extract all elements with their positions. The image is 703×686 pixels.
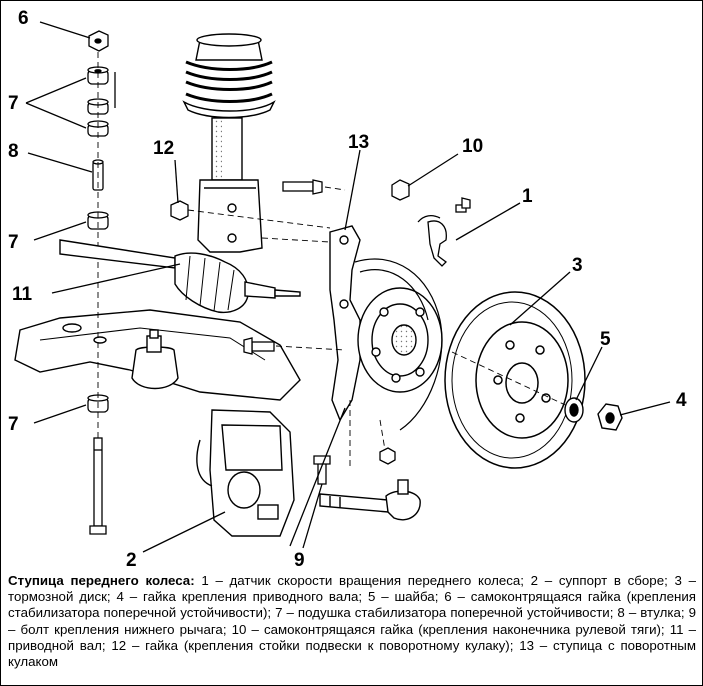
callout-7-mid: 7 [8, 232, 19, 253]
callout-9: 9 [294, 550, 305, 570]
brake-caliper-2 [196, 409, 295, 537]
drive-shaft-11 [59, 239, 301, 314]
callout-5: 5 [600, 329, 611, 350]
drive-shaft-nut-4 [597, 403, 623, 431]
figure-caption: Ступица переднего колеса: 1 – датчик ско… [8, 573, 696, 670]
callout-1: 1 [522, 186, 533, 207]
callout-3: 3 [572, 255, 583, 276]
lower-arm-bolt-9 [313, 455, 331, 485]
caption-title: Ступица переднего колеса: [8, 573, 195, 588]
callout-4: 4 [676, 390, 687, 411]
callout-7-top: 7 [8, 93, 19, 114]
callout-6: 6 [18, 8, 29, 29]
alignment-lines-upper [187, 186, 346, 243]
callout-12: 12 [153, 138, 174, 159]
front-hub-exploded-diagram: 6 7 8 7 11 7 12 13 10 1 3 5 4 2 9 [8, 8, 687, 570]
self-locking-nut-6 [88, 30, 109, 52]
callout-11: 11 [12, 284, 33, 305]
tie-rod-end [319, 479, 421, 521]
tie-rod-nut-10 [391, 179, 410, 201]
alignment-lines-lower [275, 345, 577, 470]
caption-text: 1 – датчик скорости вращения переднего к… [8, 573, 696, 670]
callout-2: 2 [126, 550, 137, 570]
wheel-speed-sensor-1 [417, 197, 471, 267]
lower-arm-bolt-left [243, 337, 275, 355]
small-nut-lower [379, 447, 396, 465]
brake-dust-shield [354, 258, 443, 431]
callout-8: 8 [8, 141, 19, 162]
suspension-strut [182, 33, 276, 253]
strut-mounting-bolt [282, 179, 323, 195]
callout-7-bottom: 7 [8, 414, 19, 435]
hub-with-knuckle-13 [329, 225, 443, 422]
stabilizer-link-parts [87, 30, 116, 535]
callout-10: 10 [462, 136, 483, 157]
washer-5 [564, 397, 584, 423]
strut-nut-12 [170, 200, 189, 221]
callout-13: 13 [348, 132, 369, 153]
leader-lines [25, 21, 671, 553]
brake-disc-3 [444, 291, 586, 469]
stabilizer-long-bolt [89, 437, 107, 535]
lower-ball-joint [131, 329, 179, 390]
